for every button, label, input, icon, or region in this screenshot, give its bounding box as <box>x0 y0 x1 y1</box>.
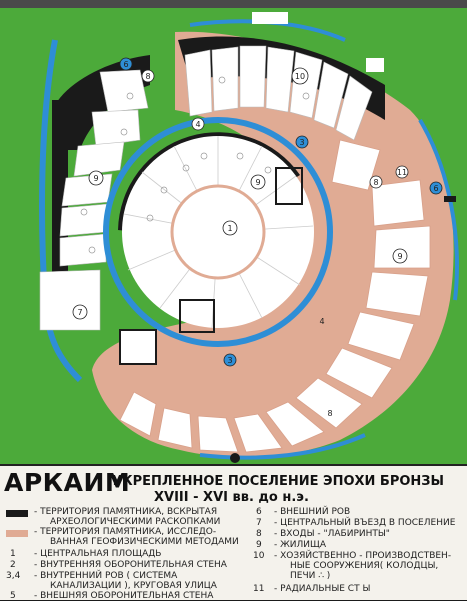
label-4-east: 4 <box>319 317 324 326</box>
inner-ditch-ring <box>103 117 333 347</box>
label-4: 4 <box>195 120 200 129</box>
legend-right-4-text: - ЖИЛИЩА <box>274 540 327 550</box>
legend-right-6-num: 11 <box>253 584 265 594</box>
wells-markers <box>80 76 310 254</box>
top-border <box>0 0 467 8</box>
legend-left-5-line1: - ВНУТРЕННИЙ РОВ ( СИСТЕМА <box>34 571 178 581</box>
outer-ditch-east <box>418 118 459 301</box>
outer-dwellings-east-south <box>119 139 431 453</box>
legend-right-4-num: 9 <box>256 540 262 550</box>
gate-north <box>366 58 384 72</box>
legend-right-1-num: 6 <box>256 507 262 517</box>
legend-left-5-num: 3,4 <box>6 571 21 581</box>
site-subtitle-line1: УКРЕПЛЕННОЕ ПОСЕЛЕНИЕ ЭПОХИ БРОНЗЫ <box>112 474 445 489</box>
legend-right-5-line2: НЫЕ СООРУЖЕНИЯ( КОЛОДЦЫ, <box>290 561 439 571</box>
legend-swatch-excavated <box>6 510 28 517</box>
central-entrance-marker <box>230 453 240 463</box>
label-8-east: 8 <box>373 178 378 187</box>
legend-left-1-line1: - ТЕРРИТОРИЯ ПАМЯТНИКА, ВСКРЫТАЯ <box>34 507 218 517</box>
geophysical-survey-area <box>92 31 454 458</box>
gate-east <box>444 196 456 202</box>
label-6: 6 <box>123 60 128 69</box>
settlement-map: 1 3 3 4 4 6 7 8 8 8 9 9 9 10 <box>0 0 467 464</box>
legend-left-3-num: 1 <box>10 549 16 559</box>
outer-ditch-west <box>39 39 83 383</box>
labyrinth-entrance-southwest <box>119 329 157 365</box>
legend-left-3-text: - ЦЕНТРАЛЬНАЯ ПЛОЩАДЬ <box>34 549 162 559</box>
labyrinth-entrance-south <box>179 299 215 333</box>
legend-left-2-line2: ВАННАЯ ГЕОФИЗИЧЕСКИМИ МЕТОДАМИ <box>50 537 239 547</box>
label-1: 1 <box>227 224 232 233</box>
map-number-labels: 1 3 3 4 4 6 7 8 8 8 9 9 9 10 <box>72 57 443 418</box>
legend-left-6-text: - ВНЕШНЯЯ ОБОРОНИТЕЛЬНАЯ СТЕНА <box>34 591 214 601</box>
site-title: АРКАИМ <box>4 468 131 497</box>
legend-left-2-line1: - ТЕРРИТОРИЯ ПАМЯТНИКА, ИССЛЕДО- <box>34 527 217 537</box>
label-11: 11 <box>397 168 407 177</box>
label-8-north: 8 <box>145 72 150 81</box>
gate-north-top <box>252 12 288 24</box>
outer-dwellings-north <box>184 45 373 141</box>
label-7: 7 <box>77 308 82 317</box>
labyrinth-entrance-east <box>275 167 303 205</box>
label-9-west: 9 <box>93 174 98 183</box>
label-6-east: 6 <box>433 184 438 193</box>
legend-right-1-text: - ВНЕШНИЙ РОВ <box>274 507 351 517</box>
label-9-inner: 9 <box>255 178 260 187</box>
legend-swatch-geophysical <box>6 530 28 537</box>
legend-panel: АРКАИМ УКРЕПЛЕННОЕ ПОСЕЛЕНИЕ ЭПОХИ БРОНЗ… <box>0 464 467 601</box>
legend-right-5-line3: ПЕЧИ ∴ ) <box>290 571 331 581</box>
central-square <box>170 184 266 280</box>
label-3-south: 3 <box>227 356 232 365</box>
legend-right-6-text: - РАДИАЛЬНЫЕ СТ Ы <box>274 584 371 594</box>
outer-ditch-south <box>199 433 366 460</box>
legend-left-4-text: - ВНУТРЕННЯЯ ОБОРОНИТЕЛЬНАЯ СТЕНА <box>34 560 227 570</box>
legend-left-5-line2: КАНАЛИЗАЦИИ ), КРУГОВАЯ УЛИЦА <box>50 581 217 591</box>
legend-right-2-num: 7 <box>256 518 262 528</box>
label-9-east: 9 <box>397 252 402 261</box>
legend-right-5-num: 10 <box>253 551 265 561</box>
legend-right-2-text: - ЦЕНТРАЛЬНЫЙ ВЪЕЗД В ПОСЕЛЕНИЕ <box>274 518 456 528</box>
legend-left-1-line2: АРХЕОЛОГИЧЕСКИМИ РАСКОПКАМИ <box>50 517 221 527</box>
label-3-north: 3 <box>299 138 304 147</box>
legend-right-3-text: - ВХОДЫ - "ЛАБИРИНТЫ" <box>274 529 390 539</box>
legend-left-6-num: 5 <box>10 591 16 601</box>
legend-left-4-num: 2 <box>10 560 16 570</box>
legend-right-3-num: 8 <box>256 529 262 539</box>
label-8-south: 8 <box>327 409 332 418</box>
label-10: 10 <box>295 72 305 81</box>
site-subtitle-line2: XVIII - XVI вв. до н.э. <box>154 490 309 505</box>
legend-right-5-line1: - ХОЗЯЙСТВЕННО - ПРОИЗВОДСТВЕН- <box>274 551 452 561</box>
